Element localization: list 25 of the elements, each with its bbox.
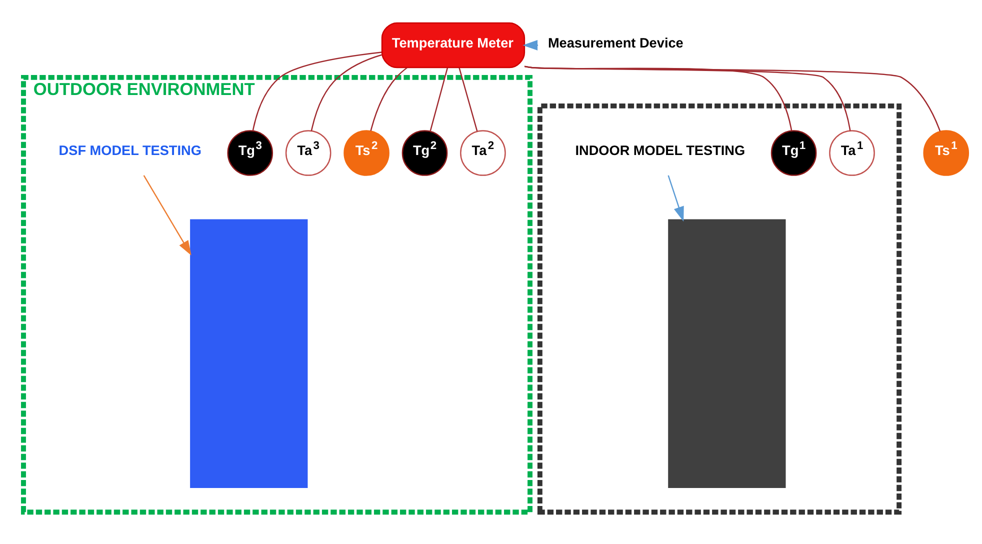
connector bbox=[458, 67, 478, 131]
connector bbox=[524, 65, 941, 132]
connector bbox=[524, 65, 792, 130]
node-box bbox=[190, 218, 308, 488]
cluster bbox=[537, 102, 902, 514]
node-circle: Tg$^{1}$ bbox=[770, 130, 817, 176]
node-circle: Tg$^{3}$ bbox=[227, 130, 274, 176]
arrow bbox=[668, 174, 684, 222]
node-text: DSF MODEL TESTING bbox=[58, 142, 202, 158]
connector bbox=[524, 65, 851, 130]
node-circle: Ta$^{3}$ bbox=[285, 130, 332, 176]
node-box bbox=[668, 218, 786, 488]
node-text: INDOOR MODEL TESTING bbox=[575, 142, 746, 158]
connector bbox=[252, 51, 382, 130]
node-text: Measurement Device bbox=[548, 34, 684, 50]
node-circle: Ta$^{1}$ bbox=[829, 130, 875, 176]
node-circle: Ts$^{1}$ bbox=[923, 130, 970, 176]
connector bbox=[310, 54, 382, 130]
connector bbox=[430, 67, 448, 131]
node-box: Temperature Meter bbox=[381, 22, 526, 68]
node-circle: Ta$^{2}$ bbox=[460, 130, 506, 176]
connector bbox=[370, 66, 408, 130]
arrow bbox=[143, 174, 192, 255]
node-circle: Tg$^{2}$ bbox=[402, 130, 448, 176]
node-circle: Ts$^{2}$ bbox=[344, 130, 390, 176]
